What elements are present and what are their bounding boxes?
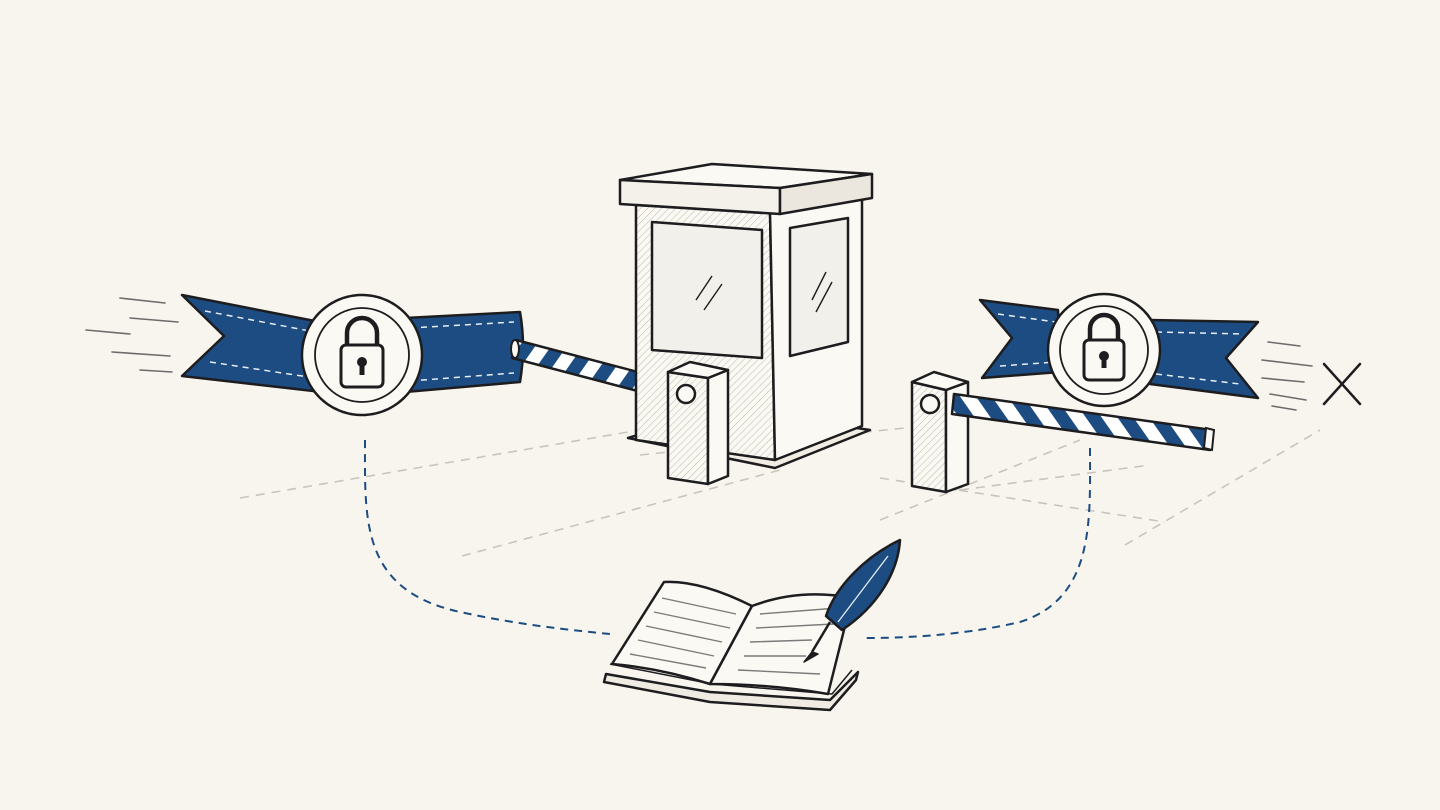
right-seal [1046,292,1162,408]
x-mark-icon [1322,362,1362,406]
left-ribbon [180,293,525,394]
right-ribbon [978,298,1260,400]
open-book-icon [602,580,860,712]
right-barrier-post [910,370,970,494]
left-barrier-post [666,360,730,486]
connection-paths [363,439,1092,639]
padlock-icon [1082,312,1126,382]
left-seal [300,293,424,417]
right-barrier-arm [950,392,1216,452]
guard-booth [618,162,874,470]
motion-lines-right [1261,341,1313,411]
padlock-icon [339,315,385,389]
motion-lines-left [85,297,179,373]
quill-pen-icon [803,538,902,663]
